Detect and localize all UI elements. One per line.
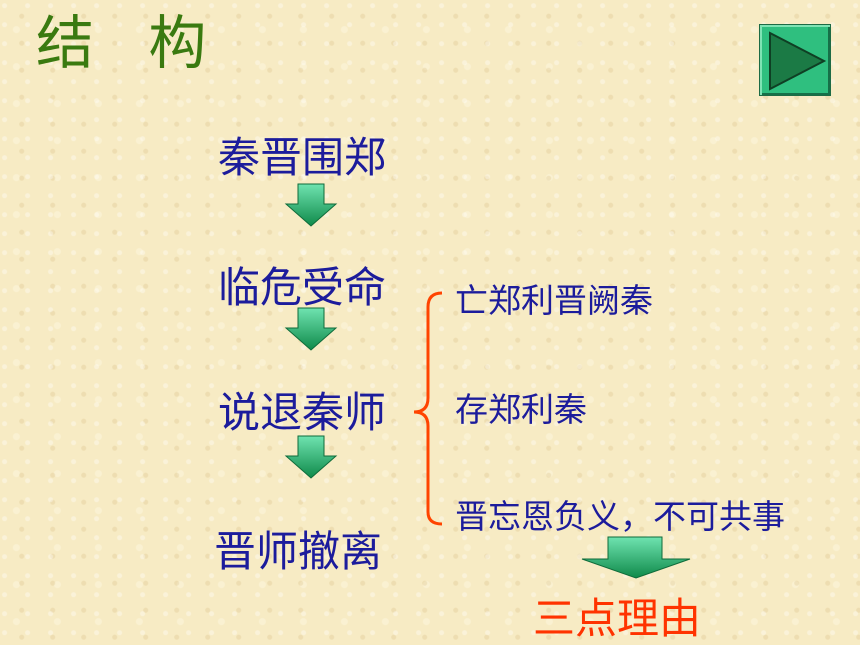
play-button[interactable] xyxy=(759,24,831,96)
curly-brace xyxy=(413,291,443,526)
stage-appointment: 临危受命 xyxy=(218,263,387,312)
reason-2: 存郑利秦 xyxy=(455,390,587,429)
reason-3: 晋忘恩负义，不可共事 xyxy=(455,497,785,536)
reason-1: 亡郑利晋阙秦 xyxy=(455,281,653,320)
down-arrow-icon xyxy=(284,435,338,479)
slide-title: 结 构 xyxy=(36,9,225,77)
conclusion-label: 三点理由 xyxy=(533,594,702,643)
play-triangle-icon xyxy=(769,31,827,91)
down-arrow-icon xyxy=(284,183,338,227)
conclusion-arrow-icon xyxy=(581,536,691,579)
stage-withdrawal: 晋师撤离 xyxy=(214,527,383,576)
stage-siege: 秦晋围郑 xyxy=(218,133,387,182)
down-arrow-icon xyxy=(284,307,338,351)
stage-persuasion: 说退秦师 xyxy=(218,388,387,437)
